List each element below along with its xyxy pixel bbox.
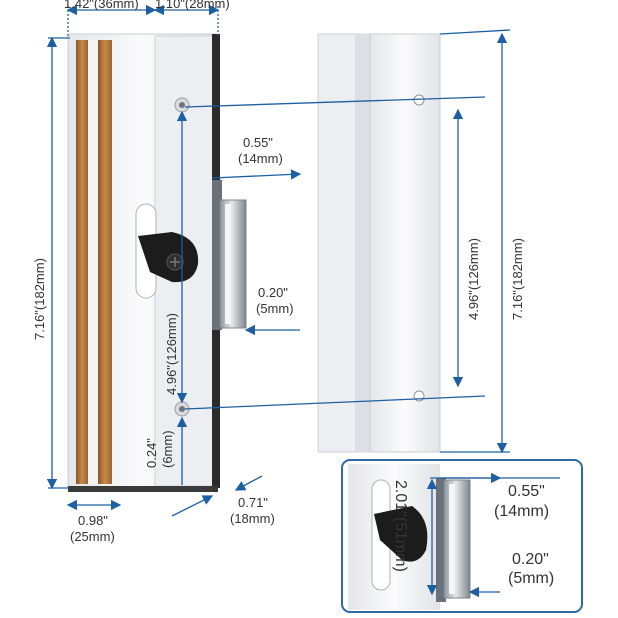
label-hook-thickness-mm: (5mm) bbox=[256, 301, 294, 316]
phillips-screw-icon bbox=[166, 253, 184, 271]
hook-bracket-icon bbox=[212, 180, 247, 330]
label-inset-hook-width-mm: (14mm) bbox=[494, 503, 549, 520]
label-overall-height-right: 7.16"(182mm) bbox=[510, 238, 525, 320]
label-base-depth-mm: (18mm) bbox=[230, 511, 275, 526]
label-hook-thickness: 0.20" bbox=[258, 285, 288, 300]
detail-inset bbox=[341, 459, 583, 613]
label-hook-width: 0.55" bbox=[243, 135, 273, 150]
label-hole-spacing-plate: 4.96"(126mm) bbox=[466, 238, 481, 320]
label-base-depth: 0.71" bbox=[238, 495, 268, 510]
label-base-width-mm: (25mm) bbox=[70, 529, 115, 544]
label-bottom-offset-mm: (6mm) bbox=[160, 430, 175, 468]
mounting-hole-top bbox=[174, 97, 190, 113]
label-top-depth: 1.10"(28mm) bbox=[155, 0, 230, 11]
label-top-width: 1.42"(36mm) bbox=[64, 0, 139, 11]
label-inset-hook-thickness: 0.20" bbox=[512, 551, 549, 568]
label-hole-spacing-handle: 4.96"(126mm) bbox=[164, 313, 179, 395]
wood-grain-strip bbox=[76, 40, 112, 484]
label-overall-height-left: 7.16"(182mm) bbox=[32, 258, 47, 340]
label-inset-hook-width: 0.55" bbox=[508, 483, 545, 500]
label-bottom-offset: 0.24" bbox=[144, 438, 159, 468]
label-inset-hook-height: 2.01"(51mm) bbox=[392, 480, 409, 572]
label-hook-width-mm: (14mm) bbox=[238, 151, 283, 166]
label-base-width: 0.98" bbox=[78, 513, 108, 528]
label-inset-hook-thickness-mm: (5mm) bbox=[508, 570, 554, 587]
dimension-lines bbox=[46, 4, 511, 517]
strike-plate bbox=[317, 33, 441, 453]
